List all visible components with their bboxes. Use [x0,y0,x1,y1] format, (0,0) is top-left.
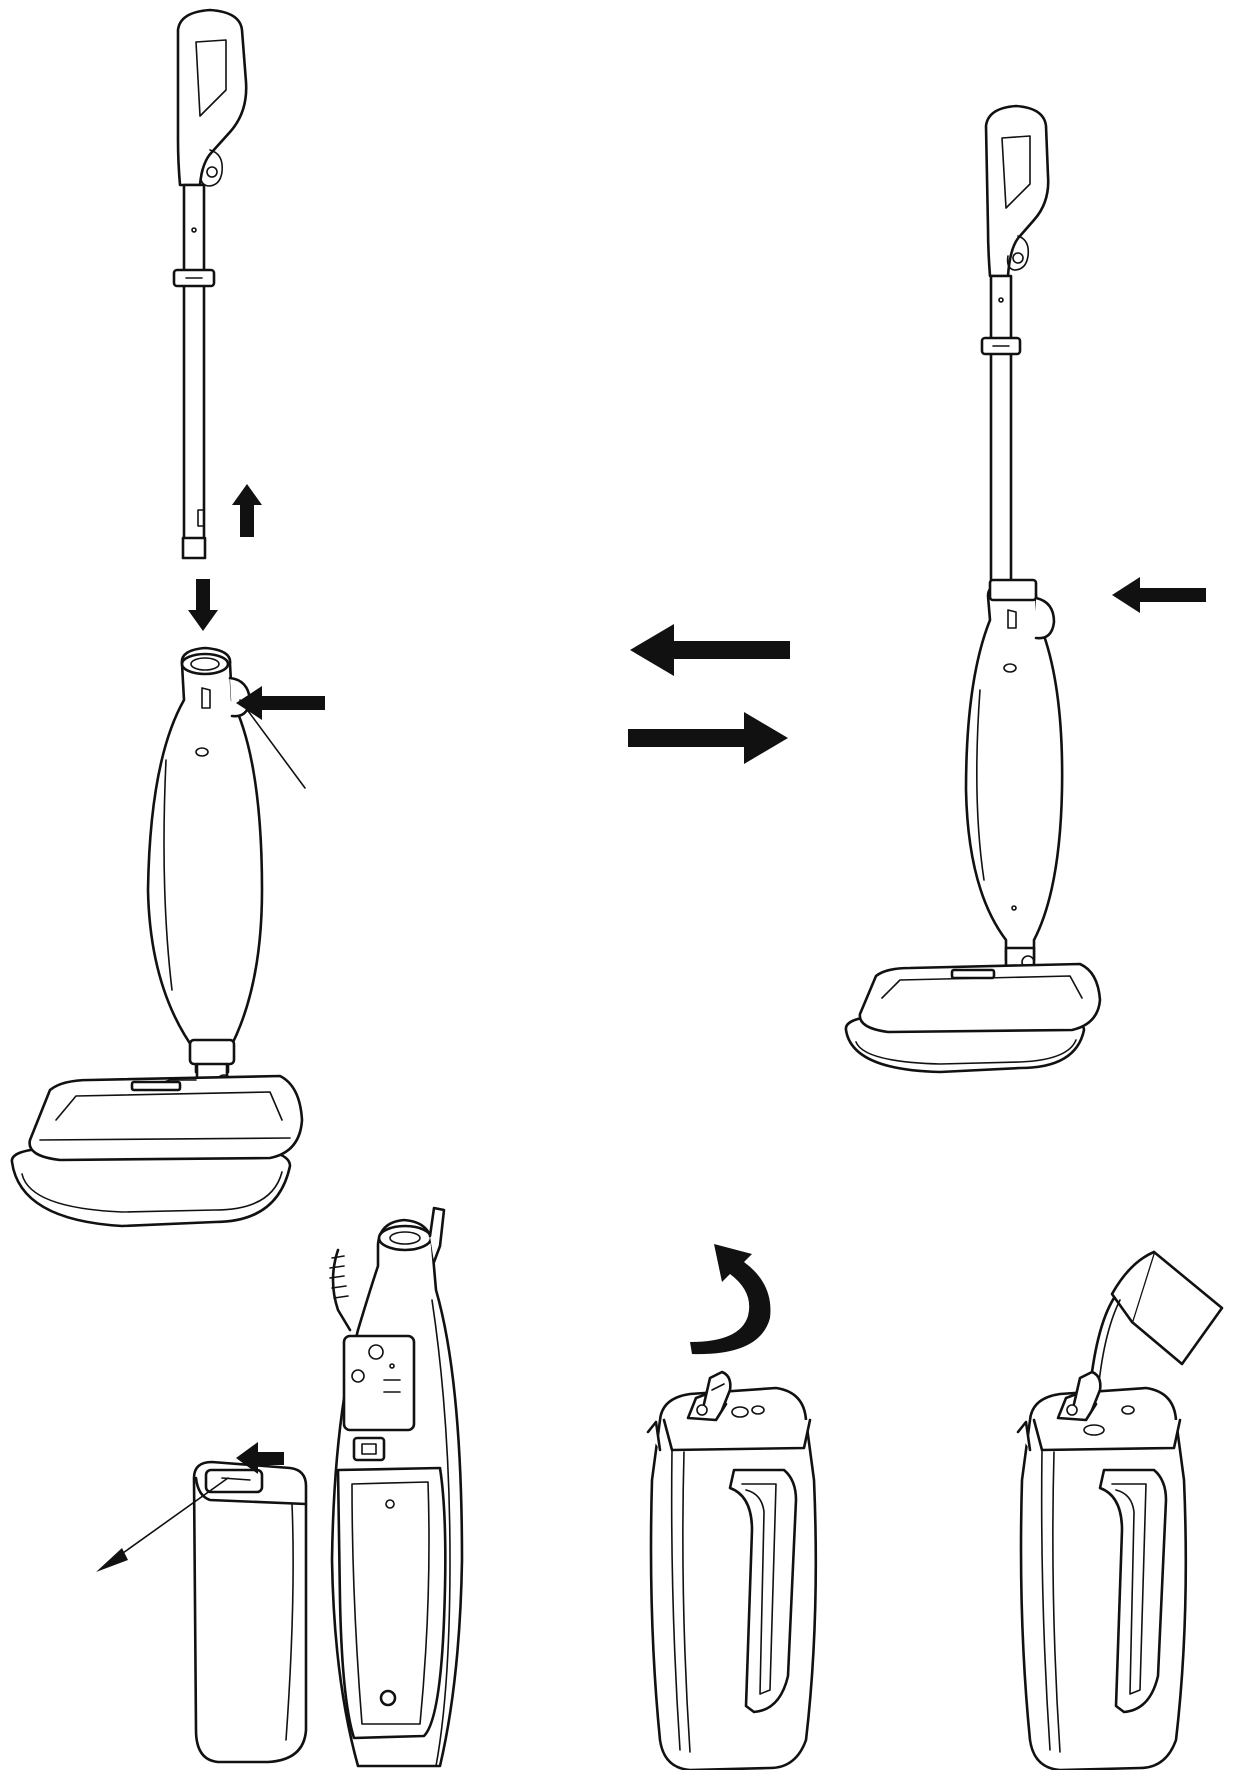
mop-pole [172,183,216,560]
tank-filling [1016,1250,1224,1770]
mop-handle [176,8,248,187]
mop-body-rear [329,1206,464,1768]
tank-cap-opening [646,1244,818,1770]
water-tank [1016,1370,1188,1770]
arrow-left-icon [96,1548,128,1572]
mop-body [964,578,1064,962]
mop-assembled [844,104,1206,1074]
mop-pole [980,274,1022,588]
mop-base [844,962,1102,1074]
arrow-up-icon [232,484,262,537]
mop-base [10,1074,304,1228]
water-tank [192,1460,308,1764]
water-tank [646,1370,818,1770]
mop-body [146,646,306,1074]
mop-handle [984,104,1050,278]
water-tank-removal [96,1206,464,1768]
curved-arrow-icon [690,1244,771,1355]
mop-assembly-exploded [10,8,325,1228]
arrow-left-icon [630,624,790,676]
arrow-right-icon [628,712,788,764]
arrow-left-icon [236,686,325,720]
arrow-down-icon [188,579,218,631]
arrow-left-icon [236,1442,284,1474]
arrow-left-icon [1112,577,1206,613]
